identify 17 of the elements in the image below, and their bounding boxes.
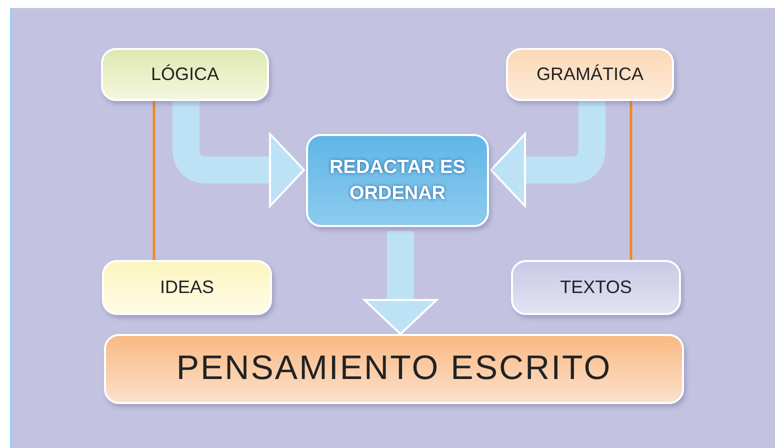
concept-box: [506, 48, 674, 101]
node-label: IDEAS: [158, 276, 216, 300]
central-box: [306, 134, 489, 227]
block-arrow: [172, 101, 305, 207]
node-label: TEXTOS: [559, 276, 633, 300]
node-label: GRAMÁTICA: [535, 63, 644, 86]
concept-box: [511, 260, 681, 315]
concept-box: [102, 260, 272, 315]
concept-box: [101, 48, 269, 101]
result-box: [104, 334, 684, 404]
node-label: PENSAMIENTO ESCRITO: [175, 348, 613, 390]
node-label: LÓGICA: [150, 63, 220, 86]
connector-line: [630, 101, 632, 260]
block-arrow: [364, 231, 438, 335]
connector-line: [152, 101, 156, 260]
block-arrow: [490, 101, 606, 207]
node-label: REDACTAR ES ORDENAR: [328, 156, 466, 206]
